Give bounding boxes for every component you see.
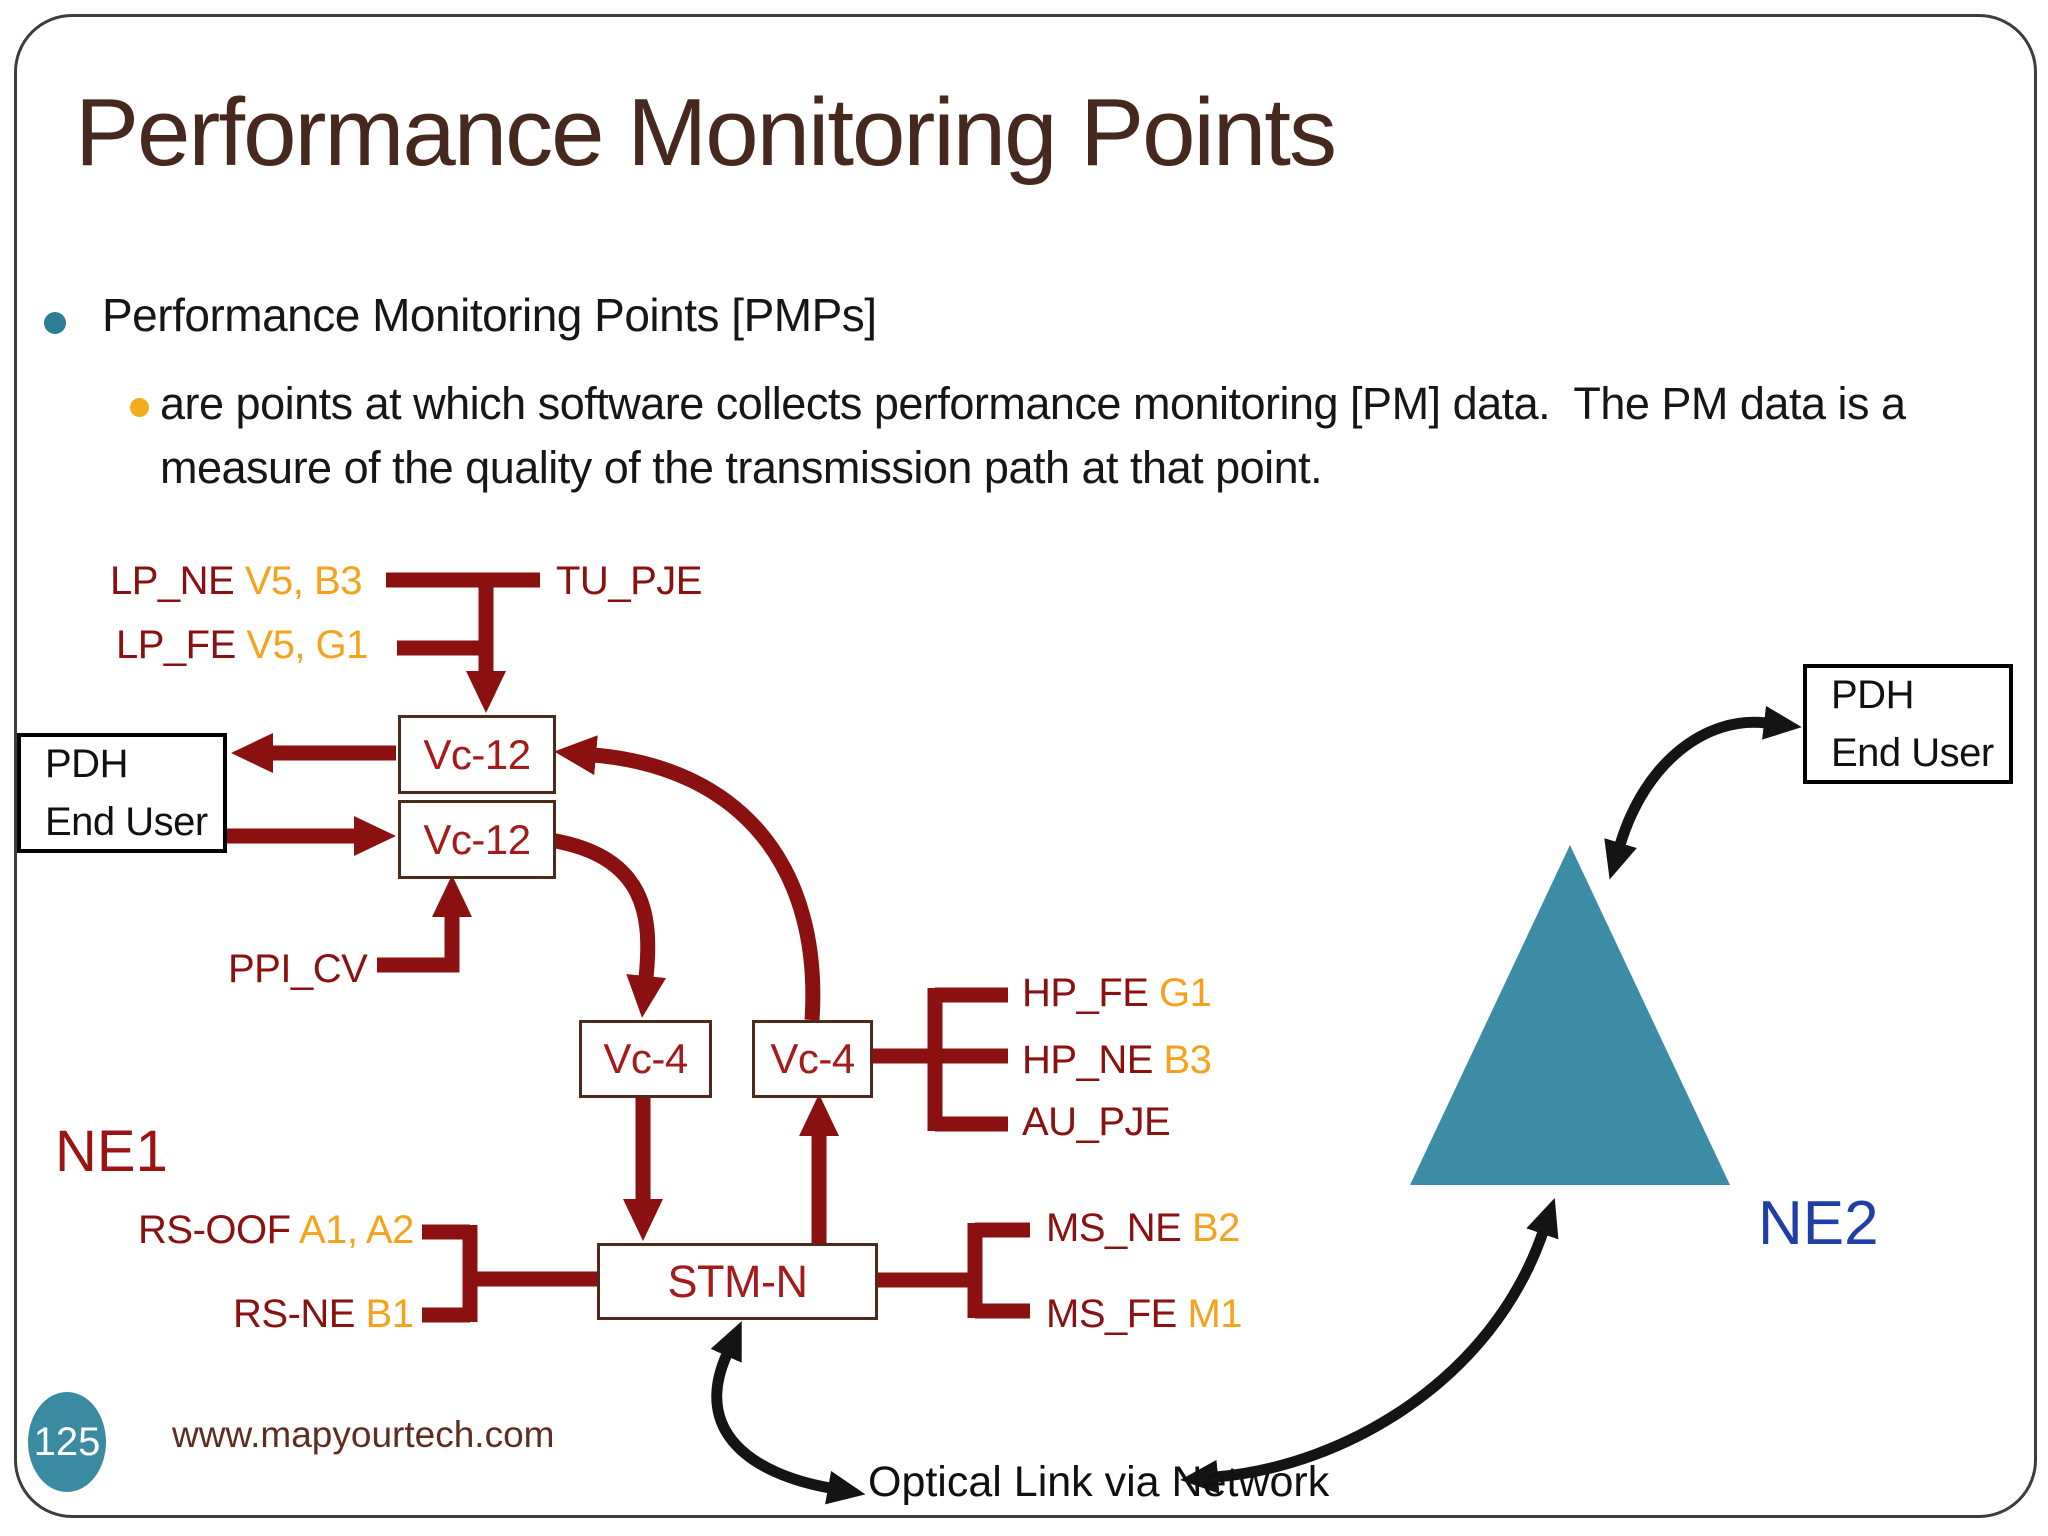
page-number-badge: 125 — [28, 1392, 106, 1492]
pdh-end-user-left-box: PDH End User — [17, 733, 227, 853]
label-tu-pje: TU_PJE — [556, 559, 702, 603]
pdh-end-user-right-box: PDH End User — [1803, 664, 2013, 784]
ne1-label: NE1 — [55, 1119, 168, 1184]
label-ms-ne: MS_NE B2 — [1046, 1206, 1240, 1250]
stm-n-box: STM-N — [597, 1243, 878, 1320]
hp-bracket — [867, 987, 1008, 1132]
arrow-stm-optical-link — [710, 1321, 866, 1505]
bullet-icon — [44, 312, 66, 334]
page-number: 125 — [33, 1419, 101, 1464]
ms-bracket — [870, 1222, 1030, 1319]
ne2-triangle — [1410, 845, 1730, 1185]
rs-bracket — [422, 1224, 600, 1323]
page-title: Performance Monitoring Points — [75, 79, 1337, 186]
bullet-text: Performance Monitoring Points [PMPs] — [102, 289, 877, 341]
label-ms-fe: MS_FE M1 — [1046, 1292, 1243, 1336]
label-hp-fe: HP_FE G1 — [1022, 971, 1212, 1015]
optical-link-label: Optical Link via Network — [868, 1458, 1330, 1506]
label-rs-ne: RS-NE B1 — [233, 1292, 414, 1336]
arrow-vc12-to-vc4-left — [548, 832, 667, 1018]
pdh-right-line1: PDH — [1831, 673, 1914, 717]
label-ppi-cv: PPI_CV — [228, 947, 368, 991]
vc12-bottom-box: Vc-12 — [398, 800, 556, 879]
pdh-right-line2: End User — [1831, 731, 1994, 775]
label-lp-fe: LP_FE V5, G1 — [116, 623, 368, 667]
website-text: www.mapyourtech.com — [172, 1414, 555, 1455]
arrow-ppi-cv-to-vc12 — [377, 875, 472, 973]
sub-bullet-icon — [130, 398, 149, 417]
arrow-optical-link-ne2 — [1180, 1197, 1559, 1494]
pdh-left-line1: PDH — [45, 742, 128, 786]
arrow-vc4-right-to-vc12 — [554, 735, 821, 1021]
sub-bullet-text: are points at which software collects pe… — [160, 378, 1918, 493]
vc4-right-box: Vc-4 — [752, 1020, 873, 1098]
arrow-ne2-pdh — [1604, 705, 1802, 880]
pdh-left-line2: End User — [45, 800, 208, 844]
slide-border — [14, 14, 2037, 1518]
label-hp-ne: HP_NE B3 — [1022, 1038, 1212, 1082]
vc4-left-box: Vc-4 — [579, 1020, 712, 1098]
ne2-label: NE2 — [1758, 1189, 1879, 1258]
label-au-pje: AU_PJE — [1022, 1100, 1171, 1144]
vc12-top-box: Vc-12 — [398, 715, 556, 794]
label-rs-oof: RS-OOF A1, A2 — [138, 1208, 414, 1252]
label-lp-ne: LP_NE V5, B3 — [110, 559, 362, 603]
